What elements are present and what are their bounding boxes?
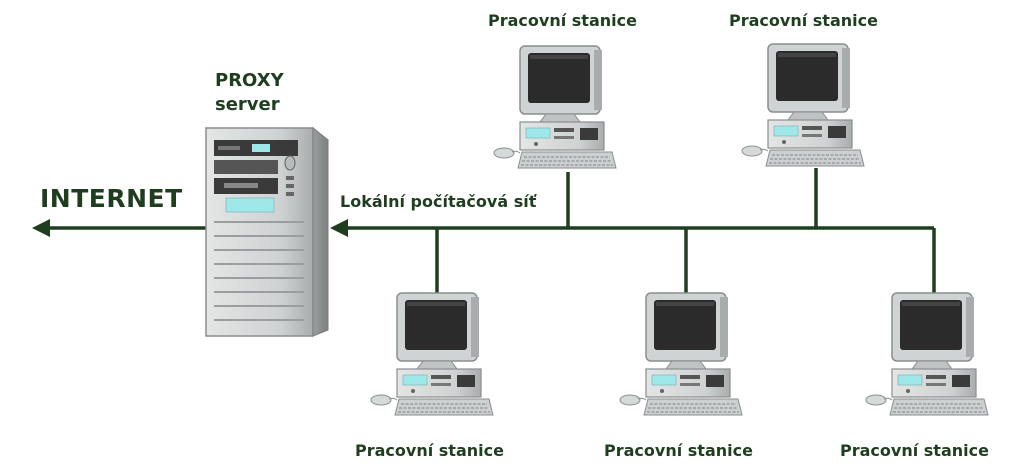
- proxy-label-line1: PROXY: [215, 70, 284, 91]
- workstation-icon-bottom-3: [865, 292, 989, 416]
- proxy-server-icon: [204, 126, 330, 337]
- workstation-icon-top-2: [741, 43, 865, 167]
- lan-label: Lokální počítačová síť: [340, 192, 537, 211]
- workstation-label-bottom-2: Pracovní stanice: [604, 441, 753, 460]
- workstation-label-bottom-3: Pracovní stanice: [840, 441, 989, 460]
- workstation-label-bottom-1: Pracovní stanice: [355, 441, 504, 460]
- workstation-icon-bottom-2: [619, 292, 743, 416]
- workstation-icon-bottom-1: [370, 292, 494, 416]
- proxy-label-line2: server: [215, 94, 280, 115]
- workstation-icon-top-1: [493, 45, 617, 169]
- lan-arrowhead: [330, 219, 348, 237]
- internet-label: INTERNET: [40, 184, 183, 213]
- workstation-label-top-1: Pracovní stanice: [488, 11, 637, 30]
- internet-arrowhead: [32, 219, 50, 237]
- workstation-label-top-2: Pracovní stanice: [729, 11, 878, 30]
